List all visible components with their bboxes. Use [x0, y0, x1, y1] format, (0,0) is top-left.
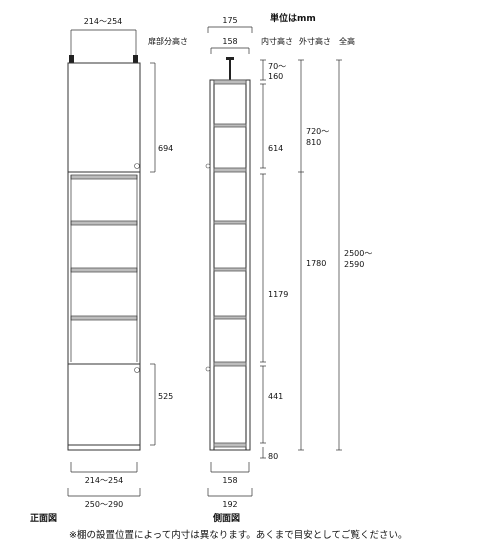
side-lower-knob — [205, 366, 211, 372]
door-height-header: 扉部分高さ — [148, 36, 188, 46]
shelf-board — [70, 315, 138, 321]
ceiling-fitting-right — [133, 55, 138, 63]
side-view-title: 側面図 — [212, 512, 240, 524]
top-gap-label-1: 70～ — [268, 62, 286, 71]
front-outer-width-label: 250～290 — [85, 500, 124, 509]
shelf-board — [70, 220, 138, 226]
upper-outer-label-1: 720～ — [306, 127, 329, 136]
side-shelf — [213, 123, 247, 128]
side-bottom-board — [213, 442, 247, 448]
upper-door-height-label: 694 — [158, 144, 173, 153]
side-shelf — [213, 220, 247, 225]
base-plinth — [67, 444, 141, 451]
inner-height-header: 内寸高さ — [261, 36, 293, 46]
upper-door — [67, 62, 141, 173]
side-shelf — [213, 167, 247, 173]
front-view: 214～254 694 525 扉部分高さ 214～254 — [30, 17, 188, 524]
lower-inner-height-label: 441 — [268, 392, 283, 401]
top-gap-label-2: 160 — [268, 72, 283, 81]
front-view-title: 正面図 — [30, 513, 57, 524]
outer-height-header: 外寸高さ — [299, 36, 331, 46]
lower-door-knob — [134, 367, 140, 373]
front-bottom-width-label: 214～254 — [85, 476, 124, 485]
footnote: ※棚の設置位置によって内寸は異なります。あくまで目安としてご覧ください。 — [69, 529, 407, 541]
side-upper-knob — [205, 163, 211, 169]
lower-door-height-label: 525 — [158, 392, 173, 401]
base-height-label: 80 — [268, 452, 278, 461]
ceiling-fitting-pole — [229, 60, 231, 80]
total-height-label-1: 2500～ — [344, 249, 372, 258]
side-view: 単位はmm 175 158 70～ 160 — [205, 12, 372, 524]
side-inner-depth-top-label: 158 — [222, 37, 237, 46]
lower-door — [67, 363, 141, 446]
side-shelf — [213, 361, 247, 367]
front-top-width-label: 214～254 — [84, 17, 123, 26]
side-shelf — [213, 315, 247, 320]
upper-door-knob — [134, 163, 140, 169]
ceiling-fitting-side — [226, 57, 234, 60]
side-depth-top-label: 175 — [222, 16, 237, 25]
side-shelf — [213, 267, 247, 272]
shelf-board — [70, 267, 138, 273]
upper-outer-label-2: 810 — [306, 138, 321, 147]
unit-label: 単位はmm — [270, 12, 316, 24]
side-inner-depth-bottom-label: 158 — [222, 476, 237, 485]
total-height-header: 全高 — [339, 36, 355, 46]
upper-inner-height-label: 614 — [268, 144, 283, 153]
ceiling-fitting-left — [69, 55, 74, 63]
middle-inner-height-label: 1179 — [268, 290, 288, 299]
shelf-board — [70, 174, 138, 180]
cabinet-side-profile — [209, 79, 251, 451]
side-top-board — [213, 79, 247, 85]
lower-outer-height-label: 1780 — [306, 259, 326, 268]
side-outer-depth-bottom-label: 192 — [222, 500, 237, 509]
total-height-label-2: 2590 — [344, 260, 364, 269]
